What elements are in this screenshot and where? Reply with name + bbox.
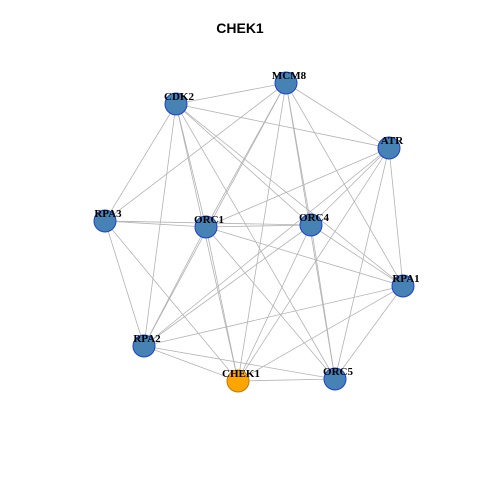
node-circle-orc4 [299,213,323,237]
node-label-orc1: ORC1 [194,214,224,226]
edge-cdk2-orc1 [175,103,207,228]
node-rpa3: RPA3 [93,208,122,233]
edge-atr-rpa1 [388,147,404,287]
edge-rpa3-chek1 [104,220,239,382]
edge-rpa1-chek1 [237,285,404,382]
edge-mcm8-rpa2 [143,82,287,347]
edge-orc4-orc5 [310,224,336,380]
node-chek1: CHEK1 [222,368,260,393]
node-label-orc5: ORC5 [323,366,353,378]
edge-mcm8-chek1 [237,82,287,382]
node-label-atr: ATR [381,135,404,147]
edge-cdk2-chek1 [175,103,239,382]
node-mcm8: MCM8 [272,70,307,95]
edge-orc1-orc5 [205,226,336,380]
edge-rpa3-orc1 [104,220,207,228]
node-label-chek1: CHEK1 [222,368,260,380]
edge-orc1-rpa2 [143,226,207,347]
edge-rpa1-orc5 [334,285,404,380]
node-rpa2: RPA2 [132,333,161,358]
edge-cdk2-rpa2 [143,103,177,347]
node-orc4: ORC4 [299,212,329,237]
node-circle-atr [377,136,401,160]
edge-rpa3-rpa2 [104,220,145,347]
edge-orc4-rpa1 [310,224,404,287]
edge-rpa2-chek1 [143,345,239,382]
edge-cdk2-rpa1 [175,103,404,287]
edge-atr-chek1 [237,147,390,382]
edge-atr-rpa2 [143,147,390,347]
edge-atr-orc1 [205,147,390,228]
node-label-rpa2: RPA2 [133,333,161,345]
edge-orc4-rpa2 [143,224,312,347]
edge-mcm8-atr [285,82,390,149]
edge-atr-orc4 [310,147,390,226]
node-orc1: ORC1 [194,214,224,239]
edge-orc4-chek1 [237,224,312,382]
edge-orc1-rpa1 [205,226,404,287]
node-label-orc4: ORC4 [299,212,329,224]
node-circle-rpa3 [93,209,117,233]
edge-cdk2-rpa3 [104,103,177,222]
node-cdk2: CDK2 [164,91,194,116]
edge-mcm8-rpa1 [285,82,404,287]
node-rpa1: RPA1 [391,273,420,298]
edge-chek1-orc5 [237,378,336,382]
node-label-rpa1: RPA1 [392,273,419,285]
node-label-mcm8: MCM8 [272,70,307,82]
node-label-rpa3: RPA3 [94,208,122,220]
node-circle-chek1 [226,369,250,393]
edge-cdk2-orc4 [175,103,312,226]
node-circle-orc1 [194,215,218,239]
edge-rpa1-rpa2 [143,285,404,347]
edge-mcm8-rpa3 [104,82,287,222]
edge-cdk2-mcm8 [175,82,287,105]
edge-orc1-chek1 [205,226,239,382]
node-circle-rpa1 [391,274,415,298]
node-label-cdk2: CDK2 [164,91,194,103]
edge-layer [104,82,404,382]
edge-rpa2-orc5 [143,345,336,380]
edge-orc1-orc4 [205,224,312,228]
node-atr: ATR [377,135,404,160]
node-circle-orc5 [323,367,347,391]
diagram-title: CHEK1 [216,20,264,36]
edge-atr-orc5 [334,147,390,380]
node-circle-cdk2 [164,92,188,116]
node-circle-mcm8 [274,71,298,95]
node-orc5: ORC5 [323,366,353,391]
node-circle-rpa2 [132,334,156,358]
edge-cdk2-atr [175,103,390,149]
